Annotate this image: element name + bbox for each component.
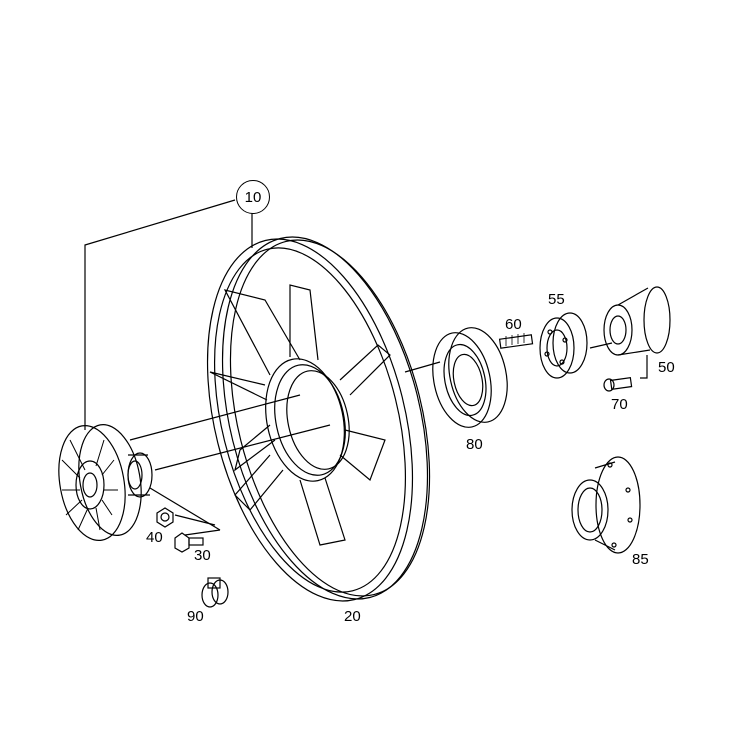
part-label-70[interactable]: 70	[611, 396, 628, 413]
part-label-90[interactable]: 90	[187, 608, 204, 625]
bracket-50-drawing	[603, 286, 671, 379]
stud-60-drawing	[498, 333, 534, 349]
assembly-callout-10[interactable]: 10	[236, 180, 270, 214]
spacer-55-drawing	[539, 312, 613, 379]
bolt-70-drawing	[603, 376, 633, 392]
part-label-80[interactable]: 80	[466, 436, 483, 453]
part-label-30[interactable]: 30	[194, 547, 211, 564]
fan-clutch-drawing	[58, 424, 221, 541]
part-label-60[interactable]: 60	[505, 316, 522, 333]
hub-85-drawing	[571, 456, 641, 554]
pulley-80-drawing	[432, 327, 508, 428]
assembly-leader-lines	[84, 199, 253, 430]
part-label-50[interactable]: 50	[658, 359, 675, 376]
part-label-85[interactable]: 85	[632, 551, 649, 568]
part-label-55[interactable]: 55	[548, 291, 565, 308]
part-label-40[interactable]: 40	[146, 529, 163, 546]
part-label-20[interactable]: 20	[344, 608, 361, 625]
bolt-30-drawing	[174, 532, 204, 553]
fan-wheel-drawing	[129, 236, 441, 602]
clamp-90-drawing	[201, 577, 229, 608]
nut-40-drawing	[156, 507, 174, 528]
